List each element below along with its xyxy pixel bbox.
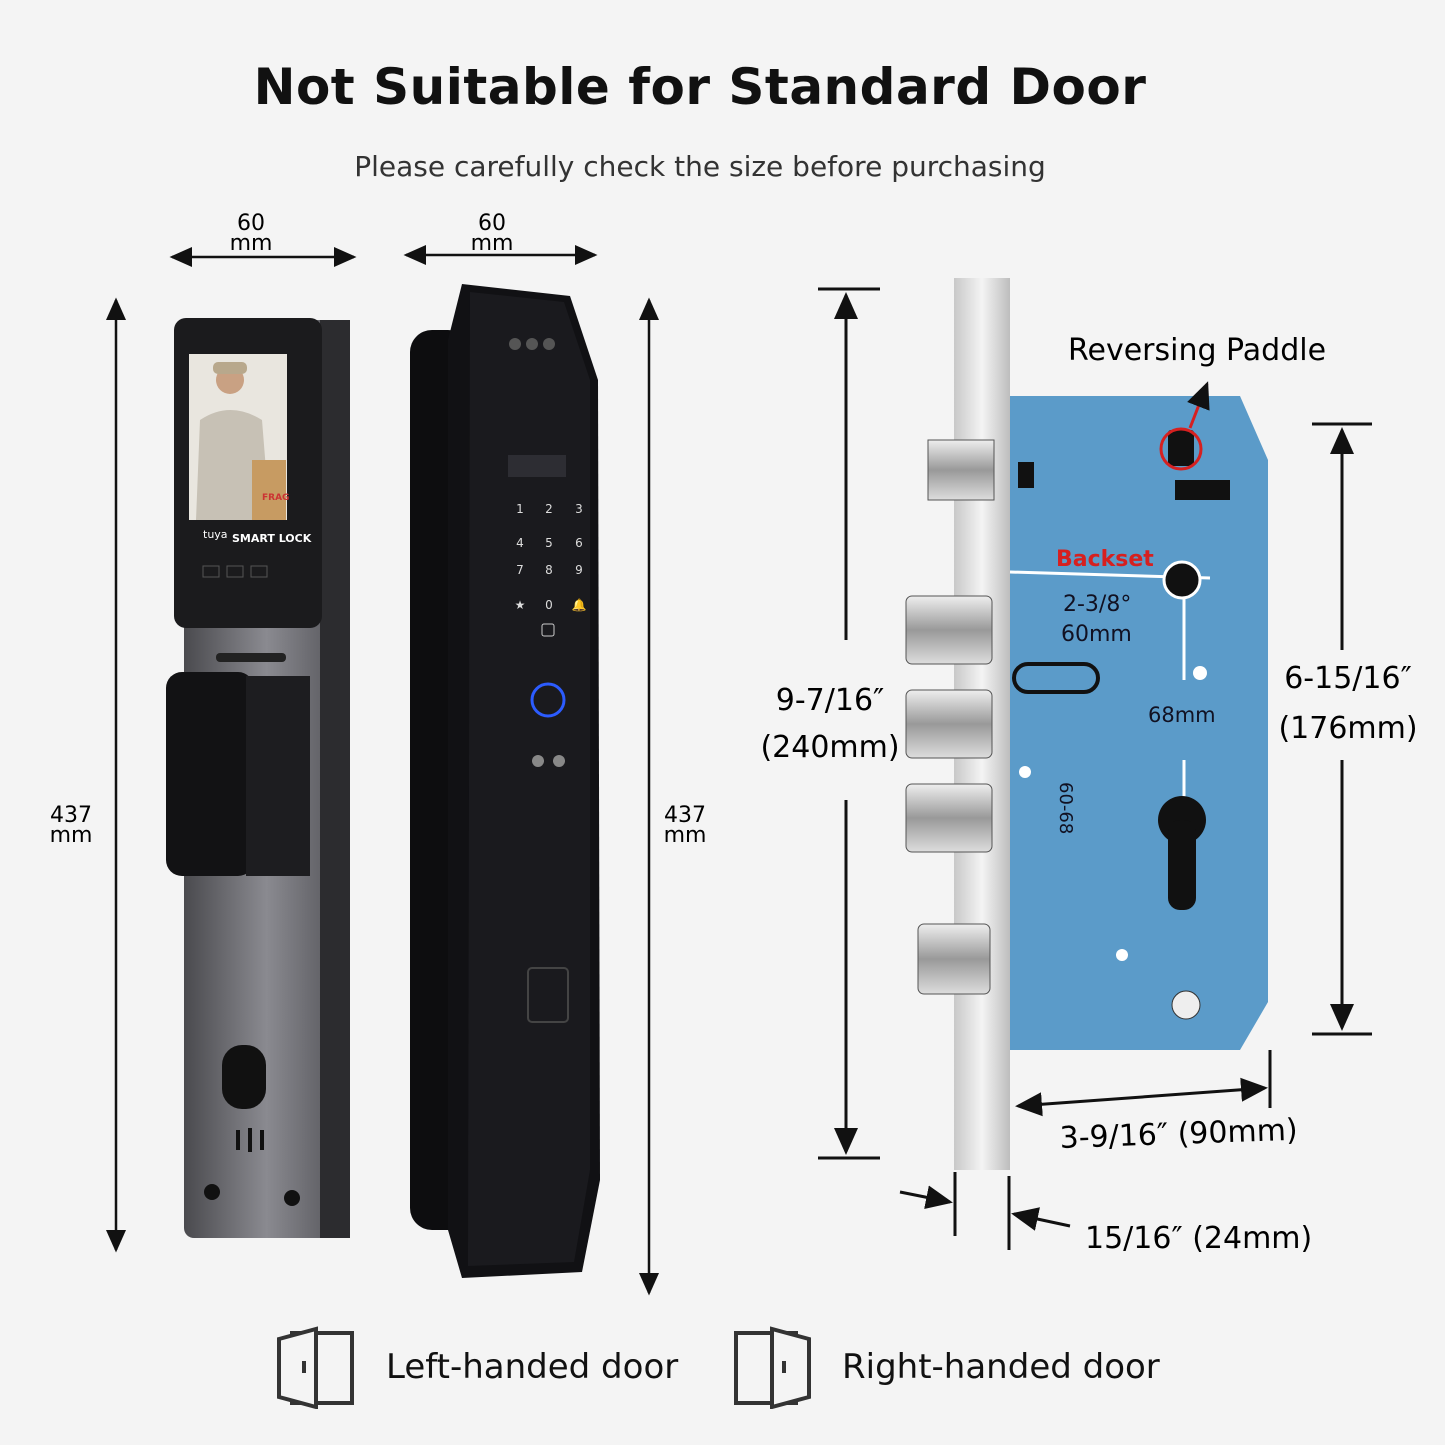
front-height-unit: mm	[50, 823, 93, 848]
handle	[166, 672, 254, 876]
keypad-key: 0	[545, 598, 553, 612]
back-height-dimension: 437 mm	[639, 297, 707, 1296]
back-width-unit: mm	[471, 231, 514, 256]
faceplate-width: 15/16″ (24mm)	[1085, 1221, 1312, 1256]
mortise-lock-image: Backset 2-3/8° 60mm 68mm 60-68	[905, 278, 1268, 1170]
body-depth-dimension: 3-9/16″ (90mm)	[1015, 1050, 1298, 1156]
back-width-dimension: 60 mm	[403, 211, 598, 265]
faceplate-height-dimension: 9-7/16″ (240mm)	[760, 287, 900, 1160]
front-width-dimension: 60 mm	[169, 211, 357, 267]
body-height-dimension: 6-15/16″ (176mm)	[1278, 422, 1418, 1036]
fingerprint-sensor-icon	[530, 682, 566, 718]
front-height-dimension: 437 mm	[50, 297, 126, 1253]
keyhole-cover	[222, 1045, 266, 1109]
reversing-paddle-highlight	[1159, 427, 1203, 471]
back-width-value: 60	[478, 211, 506, 236]
backset-mm: 60mm	[1061, 622, 1132, 647]
faceplate-width-dimension: 15/16″ (24mm)	[899, 1172, 1312, 1256]
front-lock-image: FRAG tuya SMART LOCK	[166, 318, 350, 1238]
model-code: 60-68	[1055, 782, 1076, 834]
faceplate-height-in: 9-7/16″	[776, 683, 885, 718]
right-door-icon	[734, 1326, 811, 1409]
back-lock-image: 1 2 3 4 5 6 7 8 9 ★ 0 🔔	[410, 284, 600, 1278]
page-title: Not Suitable for Standard Door	[253, 58, 1147, 116]
keypad-key: 2	[545, 502, 553, 516]
keypad-key: ★	[515, 598, 526, 612]
keypad-key: 7	[516, 563, 524, 577]
page-subtitle: Please carefully check the size before p…	[354, 150, 1046, 183]
mortise-body	[1010, 396, 1268, 1050]
lock-icon	[541, 623, 555, 637]
tuya-brand: tuya	[203, 528, 228, 541]
smart-lock-label: SMART LOCK	[232, 532, 312, 545]
front-width-unit: mm	[230, 231, 273, 256]
body-height-in: 6-15/16″	[1284, 661, 1412, 696]
right-handed-door-legend: Right-handed door	[732, 1325, 1160, 1409]
keypad: 1 2 3 4 5 6 7 8 9 ★ 0 🔔	[515, 502, 587, 612]
left-handed-door-legend: Left-handed door	[276, 1325, 678, 1409]
keypad-key: 9	[575, 563, 583, 577]
right-handed-door-label: Right-handed door	[842, 1347, 1160, 1387]
left-door-icon	[277, 1326, 354, 1409]
front-height-value: 437	[50, 803, 92, 828]
back-height-value: 437	[664, 803, 706, 828]
left-handed-door-label: Left-handed door	[386, 1347, 679, 1387]
keypad-key: 8	[545, 563, 553, 577]
backset-label: Backset	[1056, 547, 1154, 572]
center-distance: 68mm	[1148, 703, 1216, 727]
keypad-key: 6	[575, 536, 583, 550]
keypad-key: 4	[516, 536, 524, 550]
keypad-key: 3	[575, 502, 583, 516]
keypad-key: 1	[516, 502, 524, 516]
back-height-unit: mm	[664, 823, 707, 848]
box-text: FRAG	[262, 493, 289, 503]
reversing-paddle-callout: Reversing Paddle	[1068, 333, 1326, 368]
body-depth: 3-9/16″ (90mm)	[1059, 1113, 1298, 1156]
keypad-key: 5	[545, 536, 553, 550]
body-height-mm: (176mm)	[1278, 711, 1417, 746]
backset-inches: 2-3/8°	[1063, 592, 1131, 617]
keypad-key: 🔔	[572, 598, 587, 612]
front-width-value: 60	[237, 211, 265, 236]
faceplate-height-mm: (240mm)	[760, 730, 899, 765]
